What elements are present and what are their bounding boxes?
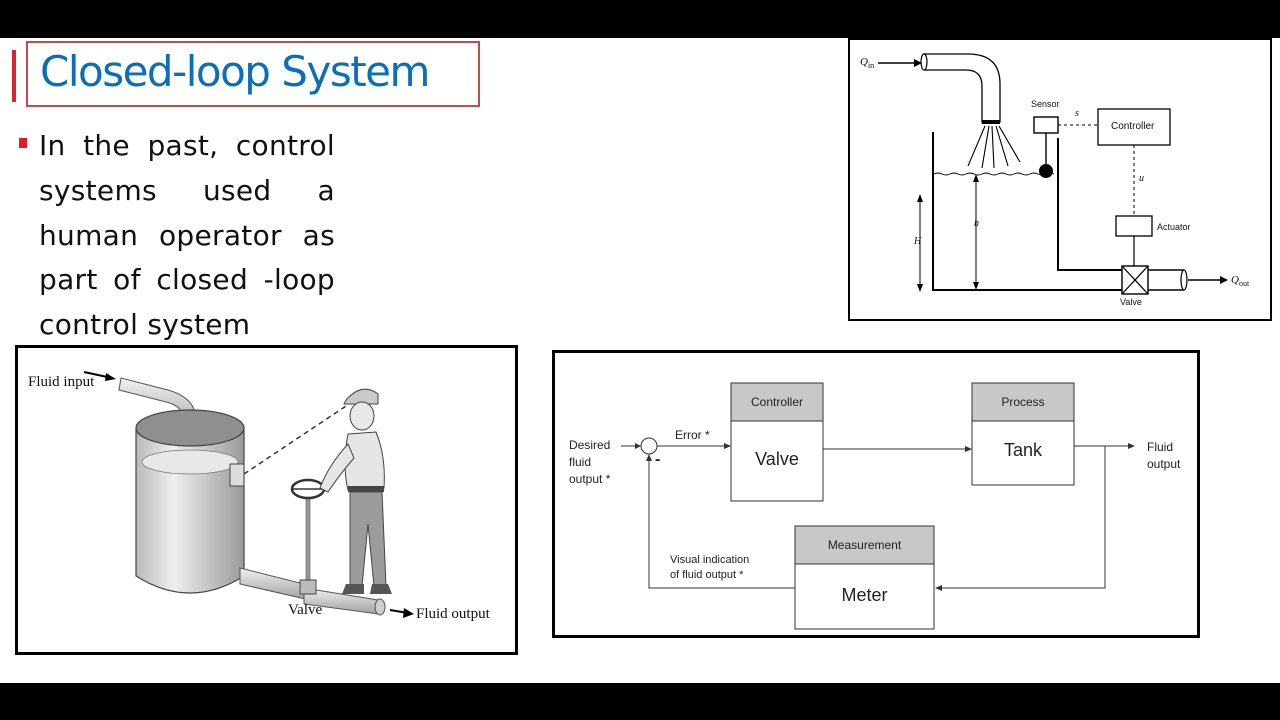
level-h-label: h bbox=[974, 218, 979, 229]
measurement-header: Measurement bbox=[827, 538, 902, 552]
operator-illustration: Fluid input Valve Fluid output bbox=[15, 345, 518, 655]
fluid-input-arrow bbox=[83, 371, 116, 381]
title-accent-line bbox=[12, 50, 16, 102]
controller-label: Controller bbox=[1111, 121, 1155, 132]
q-in-symbol: Q bbox=[860, 56, 868, 68]
valve-handwheel bbox=[290, 478, 326, 595]
q-out-label: Qout bbox=[1231, 274, 1249, 288]
minus-sign: - bbox=[655, 451, 661, 468]
fluid-output-block-label: Fluid output bbox=[1147, 440, 1181, 471]
signal-s-label: s bbox=[1075, 108, 1079, 119]
q-in-label: Qin bbox=[860, 56, 874, 70]
tank-body bbox=[135, 409, 245, 594]
valve-label-schematic: Valve bbox=[1120, 297, 1142, 307]
controller-header: Controller bbox=[750, 395, 804, 409]
actuator-label: Actuator bbox=[1157, 222, 1191, 232]
title-box: Closed-loop System bbox=[26, 41, 480, 107]
tank-level-schematic: Qin Sensor s Controller u Actuator H h V… bbox=[848, 38, 1272, 321]
process-tank-label: Tank bbox=[1003, 440, 1043, 460]
bullet-text: In the past, control systems used a huma… bbox=[39, 129, 335, 342]
signal-u-label: u bbox=[1139, 173, 1144, 184]
process-header: Process bbox=[1001, 395, 1045, 409]
fluid-input-label: Fluid input bbox=[28, 374, 95, 390]
operator-illustration-drawing bbox=[83, 371, 414, 618]
block-diagram-drawing bbox=[621, 382, 1135, 630]
controller-valve-label: Valve bbox=[755, 449, 799, 469]
closed-loop-block-diagram: Desired fluid output * Error * - Control… bbox=[552, 350, 1200, 638]
feedback-label: Visual indication of fluid output * bbox=[670, 554, 750, 581]
tank-level-schematic-drawing bbox=[878, 53, 1228, 295]
sensor-label: Sensor bbox=[1031, 99, 1060, 109]
valve-label: Valve bbox=[288, 602, 323, 618]
q-in-subscript: in bbox=[867, 61, 875, 71]
top-letterbox-bar bbox=[0, 0, 1280, 38]
desired-output-label: Desired fluid output * bbox=[569, 438, 611, 486]
bottom-letterbox-bar bbox=[0, 683, 1280, 720]
human-operator bbox=[319, 388, 392, 594]
bullet-marker bbox=[19, 138, 27, 148]
fluid-output-label: Fluid output bbox=[416, 606, 490, 622]
outlet-pipe bbox=[239, 567, 386, 616]
q-out-symbol: Q bbox=[1231, 274, 1239, 286]
error-label: Error * bbox=[675, 428, 710, 442]
sight-line bbox=[243, 405, 347, 475]
fluid-output-arrow bbox=[389, 608, 414, 618]
measurement-meter-label: Meter bbox=[841, 585, 888, 605]
q-out-subscript: out bbox=[1238, 279, 1250, 289]
inlet-pipe bbox=[923, 53, 1001, 123]
slide-title: Closed-loop System bbox=[40, 47, 430, 96]
tank-height-H-label: H bbox=[914, 236, 922, 247]
